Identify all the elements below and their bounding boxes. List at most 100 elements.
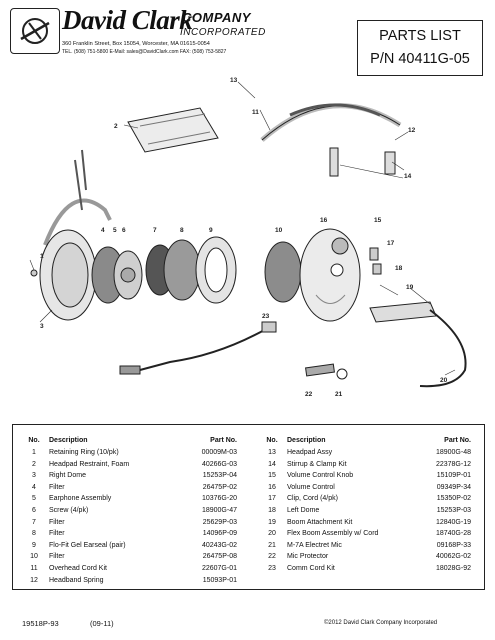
part-number: 25629P-03 [202, 518, 237, 526]
callout-23: 23 [262, 313, 270, 320]
callout-11: 11 [252, 109, 259, 116]
headband-spring [260, 103, 402, 142]
company-logo-emblem [10, 8, 60, 54]
part-number-index: 7 [32, 518, 36, 526]
company-word: COMPANY [182, 10, 251, 25]
callout-5: 5 [113, 227, 117, 234]
part-description: Stirrup & Clamp Kit [287, 460, 347, 468]
callout-3: 3 [40, 323, 44, 330]
stirrup-right [384, 151, 396, 175]
headpad-restraint [127, 107, 219, 153]
part-number-index: 21 [268, 541, 276, 549]
part-description: Filter [49, 553, 65, 561]
callout-8: 8 [180, 227, 184, 234]
part-number-index: 1 [32, 449, 36, 456]
callout-13: 13 [230, 77, 238, 84]
part-number: 00009M-03 [201, 449, 237, 456]
mic-protector [305, 363, 335, 377]
part-description: Volume Control [287, 483, 335, 491]
part-number-index: 22 [268, 553, 276, 561]
part-number: 40266G-03 [201, 460, 237, 468]
boom-attachment [369, 301, 437, 323]
part-number: 12840G-19 [435, 518, 471, 526]
callout-18: 18 [395, 265, 403, 272]
part-description: Headpad Assy [287, 449, 333, 456]
part-description: Boom Attachment Kit [287, 518, 353, 526]
callout-20: 20 [440, 377, 448, 384]
part-number: 15350P-02 [436, 495, 471, 503]
part-number-index: 14 [268, 460, 276, 468]
table-header: No. Description Part No. [261, 435, 471, 447]
document-number: 19518P-93 [22, 619, 59, 628]
part-number: 10376G-20 [201, 495, 237, 503]
part-number: 14096P-09 [202, 530, 237, 538]
document-date: (09-11) [90, 619, 114, 628]
parts-list-title-box: PARTS LIST P/N 40411G-05 [357, 20, 483, 76]
part-number-index: 19 [268, 518, 276, 526]
part-number-index: 15 [268, 472, 276, 480]
part-number-index: 8 [32, 530, 36, 538]
part-description: Overhead Cord Kit [49, 564, 107, 572]
cord-clip [369, 247, 379, 261]
part-number: 22378G-12 [435, 460, 471, 468]
part-number: 18900G-47 [201, 506, 237, 514]
part-description: Left Dome [287, 506, 320, 514]
table-row: 21 M-7A Electret Mic 09168P-33 [261, 540, 471, 552]
electret-mic [336, 368, 348, 380]
callout-22: 22 [305, 391, 313, 398]
callout-2: 2 [114, 123, 118, 130]
header-description: Description [49, 437, 88, 444]
part-description: Headband Spring [49, 576, 104, 584]
part-number-index: 20 [268, 530, 276, 538]
part-description: Headpad Restraint, Foam [49, 460, 130, 468]
callout-21: 21 [335, 391, 343, 398]
part-number-index: 5 [32, 495, 36, 503]
flex-boom [419, 309, 467, 388]
part-number-index: 6 [32, 506, 36, 514]
table-header: No. Description Part No. [23, 435, 237, 447]
part-description: Earphone Assembly [49, 495, 112, 503]
callout-9: 9 [209, 227, 213, 234]
part-number: 26475P-02 [202, 483, 237, 491]
part-description: M-7A Electret Mic [287, 541, 342, 549]
left-dome [299, 228, 361, 322]
callout-6: 6 [122, 227, 126, 234]
company-contact: TEL. (508) 751-5800 E-Mail: sales@DavidC… [62, 49, 227, 55]
title-parts-list: PARTS LIST [379, 28, 461, 44]
part-number: 40243G-02 [201, 541, 237, 549]
callout-19: 19 [406, 284, 414, 291]
table-row: 5 Earphone Assembly 10376G-20 [23, 493, 237, 505]
header-description: Description [287, 437, 326, 444]
part-number-index: 4 [32, 483, 36, 491]
copyright: ©2012 David Clark Company Incorporated [324, 620, 438, 626]
filter-8 [163, 239, 201, 301]
table-row: 4 Filter 26475P-02 [23, 482, 237, 494]
part-number: 09168P-33 [436, 541, 471, 549]
part-number: 40062G-02 [435, 553, 471, 561]
part-description: Filter [49, 483, 65, 491]
company-name: David Clark [62, 5, 193, 35]
part-number: 18900G-48 [435, 449, 471, 456]
retaining-ring [30, 269, 38, 277]
part-number: 15109P-01 [436, 472, 471, 480]
part-number: 18740G-28 [435, 530, 471, 538]
table-row: 14 Stirrup & Clamp Kit 22378G-12 [261, 459, 471, 471]
part-number-index: 16 [268, 483, 276, 491]
part-description: Comm Cord Kit [287, 564, 335, 572]
